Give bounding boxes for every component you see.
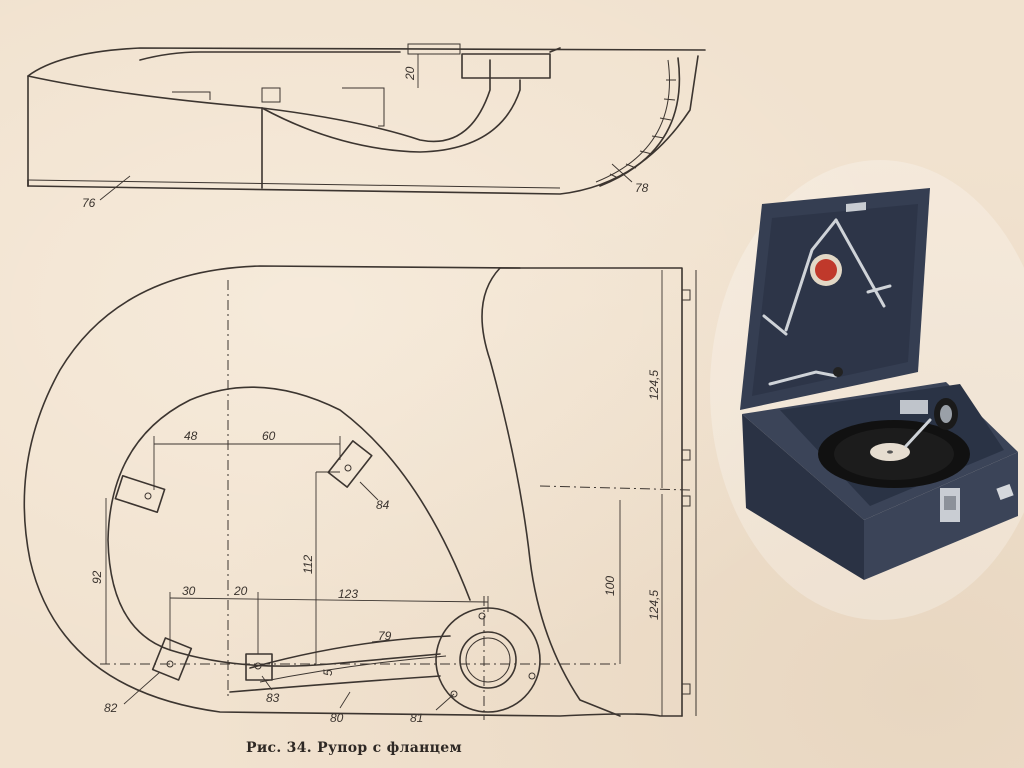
figure-caption: Рис. 34. Рупор с фланцем (246, 740, 462, 756)
part-80-label: 80 (330, 711, 344, 725)
side-view: 20 76 78 (27, 43, 706, 210)
dim-30: 30 (182, 584, 196, 598)
part-76-label: 76 (82, 196, 96, 210)
dim-92: 92 (90, 570, 104, 584)
dim-123: 123 (338, 587, 358, 601)
dim-20-top: 20 (403, 66, 417, 81)
part-79-label: 79 (378, 629, 392, 643)
dim-20-plan: 20 (233, 584, 248, 598)
dim-5: 5 (321, 669, 335, 676)
dim-112: 112 (301, 555, 315, 574)
plan-view: 48 60 92 112 30 20 123 5 100 124,5 124,5… (23, 265, 697, 725)
dim-48: 48 (184, 429, 198, 443)
dim-124-5-top: 124,5 (647, 370, 661, 400)
dim-60: 60 (262, 429, 276, 443)
part-81-label: 81 (410, 711, 423, 725)
part-84-label: 84 (376, 498, 390, 512)
gramophone-photo (710, 160, 1024, 620)
part-82-label: 82 (104, 701, 118, 715)
part-78-label: 78 (635, 181, 649, 195)
dim-100: 100 (603, 576, 617, 596)
dim-124-5-bottom: 124,5 (647, 590, 661, 620)
part-83-label: 83 (266, 691, 280, 705)
